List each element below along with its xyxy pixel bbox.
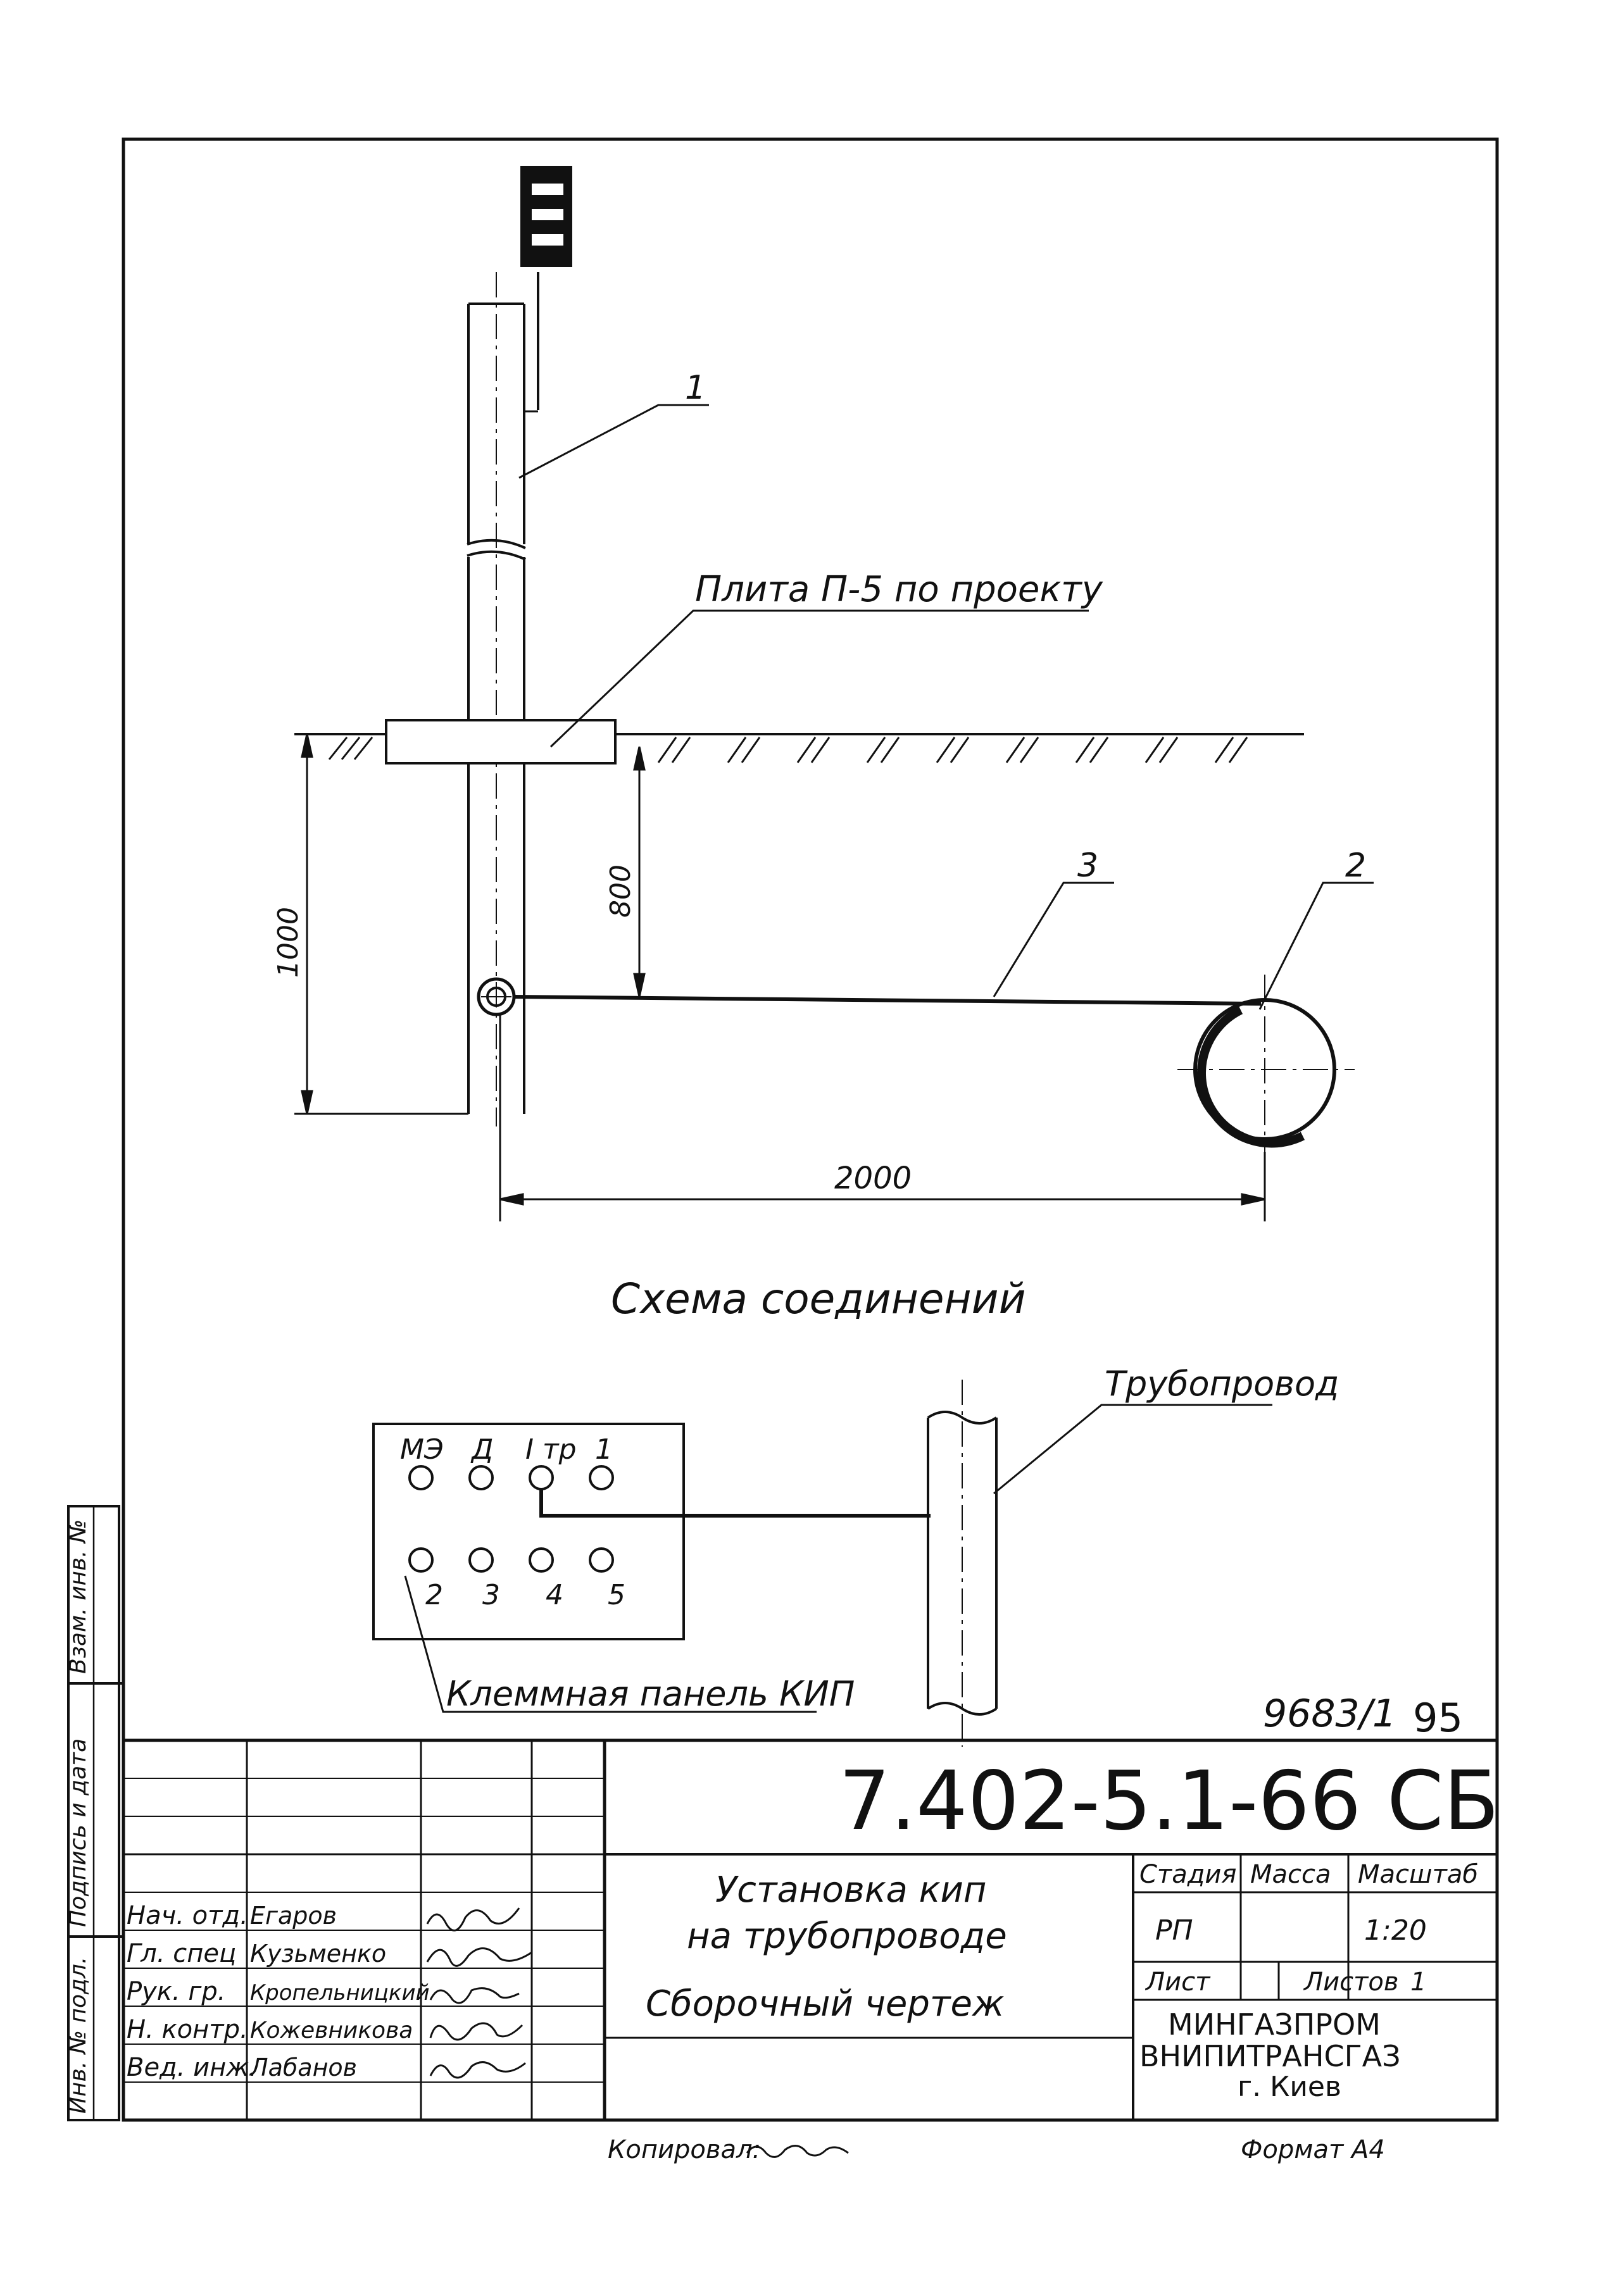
terminal-label-3: 3: [482, 1579, 500, 1611]
org-line-3: г. Киев: [1238, 2071, 1341, 2103]
dimension-2000-label: 2000: [834, 1161, 912, 1196]
dimension-1000: [294, 733, 468, 1115]
sheet-frame: [67, 137, 1499, 2122]
terminal-label-1: 1: [595, 1433, 613, 1466]
side-stamp-replacement: Взам. инв. №: [65, 1519, 91, 1674]
dimension-800-label: 800: [605, 864, 637, 918]
sheets-count: 1: [1410, 1968, 1426, 1997]
copied-by: Копировал:: [608, 2135, 761, 2164]
pipeline-longitudinal: [927, 1380, 998, 1747]
role-2: Гл. спец: [127, 1939, 236, 1968]
title-line-2: на трубопроводе: [687, 1916, 1007, 1957]
document-code: 7.402-5.1-66 СБ: [839, 1754, 1499, 1849]
name-3: Кропельницкий: [250, 1980, 430, 2006]
sheet-label: Лист: [1145, 1968, 1211, 1997]
installation-drawing: [294, 166, 1374, 1747]
people-table: Нач. отд. Егаров Гл. спец Кузьменко Рук.…: [127, 1901, 430, 2082]
side-stamp-signature: Подпись и дата: [65, 1738, 91, 1927]
terminal-label-itr: I тр: [525, 1433, 577, 1466]
header-stage: Стадия: [1139, 1860, 1236, 1889]
header-mass: Масса: [1250, 1860, 1331, 1889]
header-scale: Масштаб: [1358, 1860, 1478, 1889]
sheet-ref: 9683/1: [1263, 1692, 1396, 1736]
sheet-ref-page: 95: [1413, 1695, 1463, 1741]
name-4: Кожевникова: [250, 2018, 413, 2043]
name-5: Лабанов: [249, 2054, 357, 2081]
plate-p5: [385, 719, 617, 764]
pipeline-label: Трубопровод: [1105, 1364, 1339, 1404]
title-line-1: Установка кип: [715, 1869, 987, 1911]
terminal-label-2: 2: [425, 1579, 443, 1611]
dimension-1000-label: 1000: [272, 907, 304, 978]
name-2: Кузьменко: [250, 1940, 386, 1968]
name-1: Егаров: [250, 1902, 337, 1930]
org-line-2: ВНИПИТРАНСГАЗ: [1139, 2039, 1401, 2073]
marker-plate: [520, 166, 572, 413]
signatures: [426, 1907, 532, 2079]
terminal-label-me: МЭ: [400, 1433, 444, 1466]
stage-value: РП: [1155, 1914, 1193, 1947]
plate-label: Плита П-5 по проекту: [695, 569, 1103, 610]
title-block-grid: [123, 1738, 1497, 2120]
terminal-panel: [372, 1423, 931, 1640]
role-4: Н. контр.: [127, 2015, 248, 2044]
callout-3: 3: [1077, 847, 1098, 885]
callout-1: 1: [685, 369, 706, 407]
side-stamp-original: Инв. № подл.: [65, 1957, 91, 2114]
kip-post: [467, 272, 526, 1126]
role-5: Вед. инж.: [127, 2053, 257, 2082]
schema-title: Схема соединений: [611, 1275, 1025, 1323]
callout-2: 2: [1345, 847, 1366, 885]
leader-lines: [404, 404, 1374, 1713]
ground-line: [294, 733, 1304, 763]
dimension-800: [633, 746, 646, 997]
role-3: Рук. гр.: [127, 1977, 226, 2006]
cable: [513, 995, 1262, 1006]
terminal-label-5: 5: [608, 1579, 625, 1611]
dimension-2000: [499, 1013, 1266, 1221]
scale-value: 1:20: [1364, 1914, 1427, 1947]
terminal-label-d: Д: [470, 1433, 493, 1466]
format-label: Формат А4: [1241, 2135, 1385, 2164]
title-subtitle: Сборочный чертеж: [646, 1983, 1004, 2025]
copier-signature: [746, 2145, 849, 2158]
terminal-label-4: 4: [546, 1579, 563, 1611]
role-1: Нач. отд.: [127, 1901, 248, 1930]
org-line-1: МИНГАЗПРОМ: [1168, 2007, 1381, 2042]
terminal-panel-caption: Клеммная панель КИП: [446, 1674, 855, 1714]
sheets-label: Листов: [1303, 1968, 1398, 1997]
